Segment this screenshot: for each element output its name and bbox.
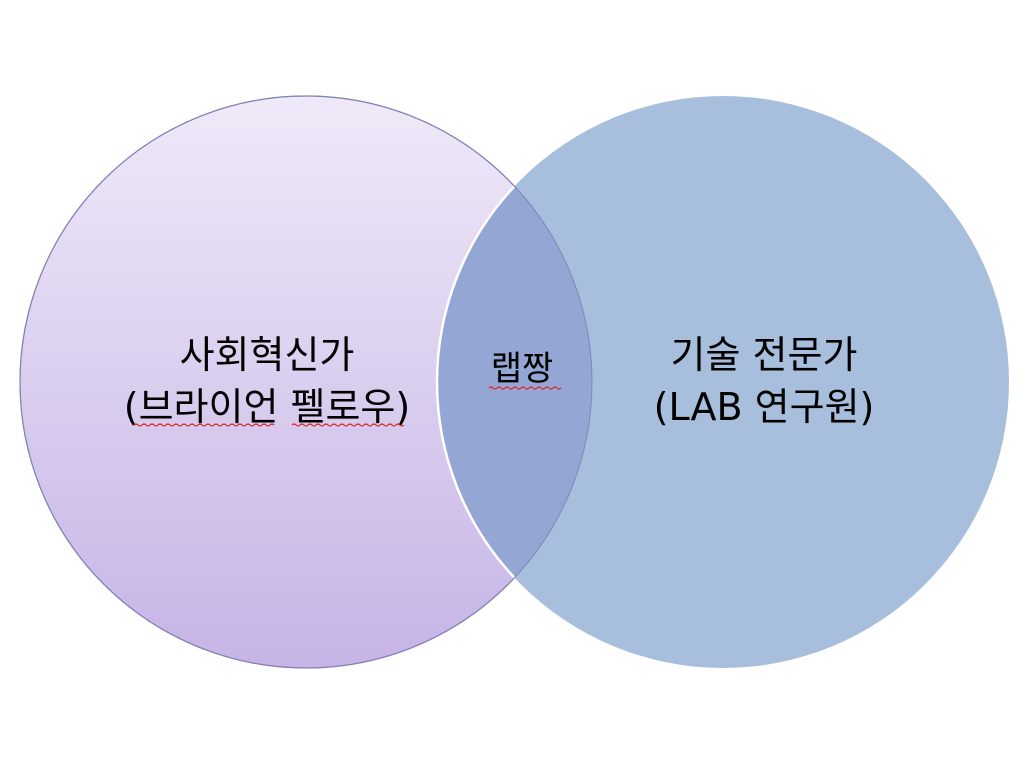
spellcheck-underline: [488, 386, 562, 390]
left-circle-edge: [19, 95, 593, 669]
left-circle-label-line1: 사회혁신가: [180, 333, 355, 377]
spellcheck-underline: [133, 423, 275, 427]
right-circle: [437, 96, 1009, 668]
overlap-label: 랩짱: [491, 349, 554, 389]
right-circle-label-line2: (LAB 연구원): [654, 385, 875, 429]
right-circle-label-line1: 기술 전문가: [671, 333, 858, 377]
spellcheck-underline: [291, 423, 405, 427]
left-circle-label-line2: (브라이언 펠로우): [124, 385, 410, 429]
overlap-outline: [435, 96, 592, 668]
